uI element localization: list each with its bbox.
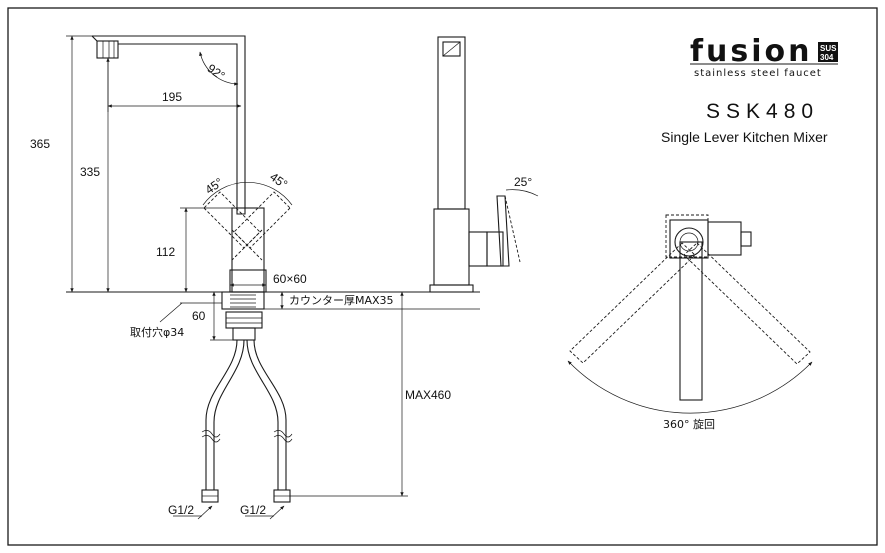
rotation-arc [567, 360, 813, 414]
connection-right-label: G1/2 [240, 503, 266, 517]
drawing-frame [7, 7, 878, 546]
dim-leader-mounting-hole [159, 302, 183, 323]
brand-logo: fusion [690, 34, 813, 69]
dim-handle-tilt: 25° [514, 175, 532, 189]
dim-base-size: 60×60 [273, 272, 307, 286]
dim-total-height: 365 [30, 137, 50, 151]
dim-spout-height: 335 [80, 165, 100, 179]
dim-hose-max: MAX460 [405, 388, 451, 402]
dim-spout-angle: 92° [205, 61, 228, 83]
dim-spout-reach: 195 [162, 90, 182, 104]
dim-lever-angle-right: 45° [267, 170, 290, 192]
dim-shank-length: 60 [192, 309, 206, 323]
front-view: 365 335 195 92° 45° 45° 112 60×60 カウンター厚… [30, 35, 480, 520]
dim-mounting-hole: 取付穴φ34 [130, 325, 184, 339]
badge-top: SUS [820, 44, 837, 53]
top-view: 360° 旋回 [567, 214, 813, 431]
dim-lever-angle-left: 45° [203, 175, 226, 197]
model-number: SSK480 [706, 100, 819, 123]
dim-rotation: 360° 旋回 [663, 417, 715, 431]
dim-arc-spout-angle [199, 51, 239, 86]
side-view: 25° [429, 36, 539, 293]
product-description: Single Lever Kitchen Mixer [661, 129, 828, 145]
title-block: fusion SUS 304 stainless steel faucet SS… [661, 34, 838, 145]
badge-bottom: 304 [820, 53, 834, 62]
dim-counter-thickness: カウンター厚MAX35 [289, 294, 394, 307]
shank [221, 291, 265, 341]
lever-positions [202, 182, 293, 261]
dim-body-height: 112 [156, 245, 175, 259]
sus304-badge [818, 42, 838, 62]
supply-hoses [201, 339, 293, 503]
brand-tagline: stainless steel faucet [694, 68, 822, 79]
connection-left-label: G1/2 [168, 503, 194, 517]
